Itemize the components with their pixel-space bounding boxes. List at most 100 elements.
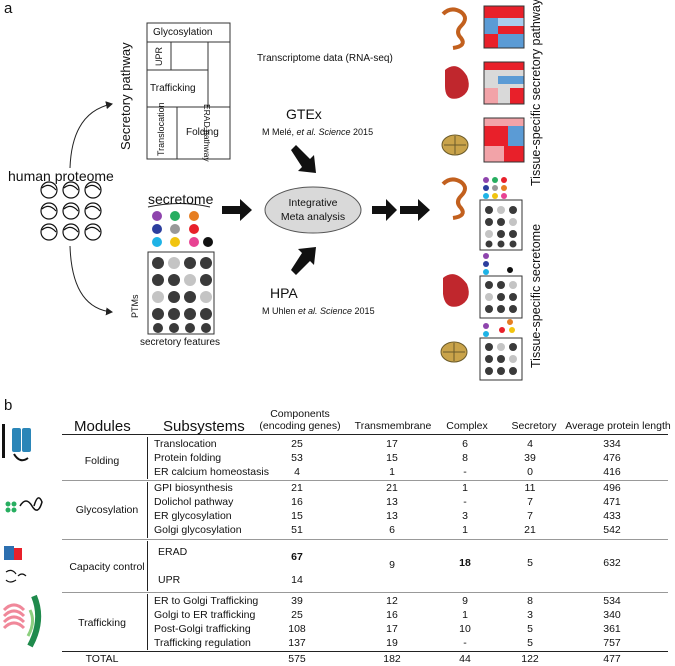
- cell-complex: 3: [462, 510, 468, 522]
- cell-length: 542: [603, 524, 621, 536]
- header-components-1: Components: [270, 408, 330, 420]
- cell-secretory: 7: [527, 510, 533, 522]
- panel-a-letter: a: [4, 0, 13, 17]
- cell-secretory: 0: [527, 466, 533, 478]
- total-components: 575: [288, 653, 306, 665]
- cell-transmembrane: 21: [386, 482, 398, 494]
- total-transmembrane: 182: [383, 653, 401, 665]
- table-top-rule: [62, 434, 668, 435]
- cell-complex: 10: [459, 623, 471, 635]
- sub-translocation: Translocation: [154, 438, 217, 450]
- cell-length: 416: [603, 466, 621, 478]
- cell-secretory: 21: [524, 524, 536, 536]
- divider-folding: [147, 437, 148, 479]
- rule-2: [62, 539, 668, 540]
- gtex-label: GTEx: [286, 106, 322, 122]
- rule-3: [62, 592, 668, 593]
- tissue-secretome-1: [479, 177, 523, 251]
- cell-length: 361: [603, 623, 621, 635]
- module-glycosylation: Glycosylation: [75, 504, 139, 516]
- rule-total: [62, 651, 668, 652]
- cell-length: 757: [603, 637, 621, 649]
- cell-upr-components: 14: [291, 574, 303, 586]
- sub-erad: ERAD: [158, 546, 188, 558]
- cell-transmembrane: 13: [386, 496, 398, 508]
- sub-golgi-glycosylation: Golgi glycosylation: [154, 524, 242, 536]
- cell-secretory: 4: [527, 438, 533, 450]
- cell-length: 433: [603, 510, 621, 522]
- sub-trafficking-regulation: Trafficking regulation: [154, 637, 251, 649]
- sub-post-golgi: Post-Golgi trafficking: [154, 623, 251, 635]
- cell-secretory: 5: [527, 623, 533, 635]
- integrative-label-2: Meta analysis: [280, 211, 346, 223]
- cell-secretory: 39: [524, 452, 536, 464]
- intestine-icon-1: [441, 7, 467, 50]
- ptms-label: PTMs: [130, 294, 140, 319]
- cell-components: 25: [291, 609, 303, 621]
- translocon-icon: [2, 424, 31, 462]
- box-translocation: Translocation: [156, 102, 166, 156]
- cell-length: 534: [603, 595, 621, 607]
- rule-1: [62, 480, 668, 481]
- cell-secretory: 7: [527, 496, 533, 508]
- cell-components: 51: [291, 524, 303, 536]
- cell-transmembrane: 1: [389, 466, 395, 478]
- cell-capacity-secretory: 5: [527, 557, 533, 569]
- sub-gpi: GPI biosynthesis: [154, 482, 233, 494]
- proteome-icon: [40, 181, 102, 241]
- cell-components: 108: [288, 623, 306, 635]
- total-length: 477: [603, 653, 621, 665]
- box-trafficking: Trafficking: [150, 83, 196, 94]
- secretome-icons: [152, 211, 213, 247]
- cell-components: 21: [291, 482, 303, 494]
- cell-secretory: 11: [524, 482, 536, 494]
- panel-b-letter: b: [4, 397, 13, 414]
- cell-components: 25: [291, 438, 303, 450]
- header-subsystems: Subsystems: [163, 418, 245, 435]
- header-modules: Modules: [74, 418, 131, 435]
- total-secretory: 122: [521, 653, 539, 665]
- sub-protein-folding: Protein folding: [154, 452, 222, 464]
- secretory-features-label: secretory features: [140, 337, 221, 348]
- cell-components: 16: [291, 496, 303, 508]
- tissue-heatmap-3: [483, 117, 525, 163]
- cell-transmembrane: 12: [386, 595, 398, 607]
- cell-secretory: 3: [527, 609, 533, 621]
- divider-trafficking: [147, 594, 148, 650]
- cell-transmembrane: 13: [386, 510, 398, 522]
- total-label: TOTAL: [85, 653, 119, 665]
- transcriptome-label: Transcriptome data (RNA-seq): [257, 53, 393, 64]
- header-components-2: (encoding genes): [259, 420, 341, 432]
- arrow-to-features: [69, 245, 113, 316]
- cell-components: 39: [291, 595, 303, 607]
- module-trafficking: Trafficking: [78, 617, 126, 629]
- cell-complex: 6: [462, 438, 468, 450]
- intestine-icon-2: [441, 177, 467, 220]
- box-glycosylation: Glycosylation: [153, 27, 213, 38]
- golgi-icon: [2, 594, 42, 648]
- cell-transmembrane: 15: [386, 452, 398, 464]
- cell-secretory: 8: [527, 595, 533, 607]
- cell-length: 496: [603, 482, 621, 494]
- cell-length: 471: [603, 496, 621, 508]
- liver-icon-1: [445, 66, 469, 99]
- box-folding: Folding: [186, 127, 219, 138]
- module-folding: Folding: [84, 455, 120, 467]
- capacity-icon: [4, 546, 27, 583]
- cell-complex: -: [463, 496, 467, 508]
- divider-glycosylation: [147, 482, 148, 538]
- cell-capacity-length: 632: [603, 557, 621, 569]
- divider-capacity: [147, 541, 148, 591]
- cell-transmembrane: 6: [389, 524, 395, 536]
- cell-complex: -: [463, 466, 467, 478]
- cell-erad-components: 67: [291, 551, 303, 563]
- cell-length: 340: [603, 609, 621, 621]
- sub-golgi-to-er: Golgi to ER trafficking: [154, 609, 256, 621]
- module-icons: [2, 424, 43, 648]
- sub-dolichol: Dolichol pathway: [154, 496, 234, 508]
- panel-a-figure: [40, 5, 525, 381]
- cell-length: 476: [603, 452, 621, 464]
- sub-er-calcium: ER calcium homeostasis: [154, 466, 269, 478]
- cell-components: 53: [291, 452, 303, 464]
- cell-complex: 9: [462, 595, 468, 607]
